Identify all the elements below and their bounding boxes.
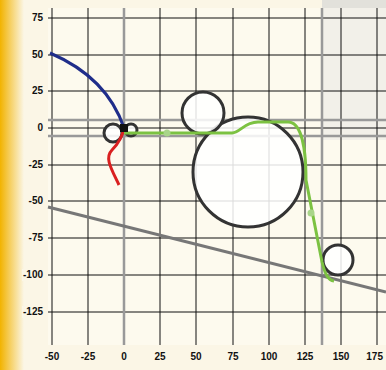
edge-gradient (0, 0, 24, 370)
green-path (124, 122, 334, 281)
grid-line (52, 8, 53, 345)
x-tick-label: -25 (80, 351, 96, 363)
x-tick-label: 0 (120, 351, 128, 363)
grid-line (377, 8, 378, 345)
x-tick-label: 125 (296, 351, 315, 363)
obstacles (104, 92, 353, 275)
grid-line (48, 55, 386, 56)
axes (48, 8, 386, 345)
grid-line (48, 18, 386, 19)
grid-line (160, 8, 161, 345)
grid-line (48, 312, 386, 313)
grid-line (124, 8, 125, 345)
grid-line (88, 8, 89, 345)
x-tick-label: 100 (260, 351, 279, 363)
y-tick-label: 0 (36, 122, 44, 134)
x-tick-label: 50 (189, 351, 202, 363)
x-tick-label: 25 (153, 351, 166, 363)
y-tick-label: -75 (28, 232, 44, 244)
grid (48, 8, 386, 345)
grid-line (48, 238, 386, 239)
y-tick-label: 50 (31, 49, 44, 61)
y-tick-label: -50 (28, 195, 44, 207)
plot-area (48, 8, 386, 345)
x-tick-label: 75 (226, 351, 239, 363)
red-path (109, 128, 124, 185)
grid-line (341, 8, 342, 345)
waypoints (164, 130, 315, 217)
x-tick-label: 150 (332, 351, 351, 363)
blue-path (50, 53, 124, 128)
x-tick-label: 175 (365, 351, 384, 363)
y-tick-label: 75 (31, 12, 44, 24)
start-marker (120, 124, 128, 132)
y-tick-label: -25 (28, 159, 44, 171)
y-tick-label: 25 (31, 85, 44, 97)
y-tick-label: -125 (22, 306, 44, 318)
y-tick-label: -100 (22, 269, 44, 281)
grid-line (48, 91, 386, 92)
x-tick-label: -50 (44, 351, 60, 363)
